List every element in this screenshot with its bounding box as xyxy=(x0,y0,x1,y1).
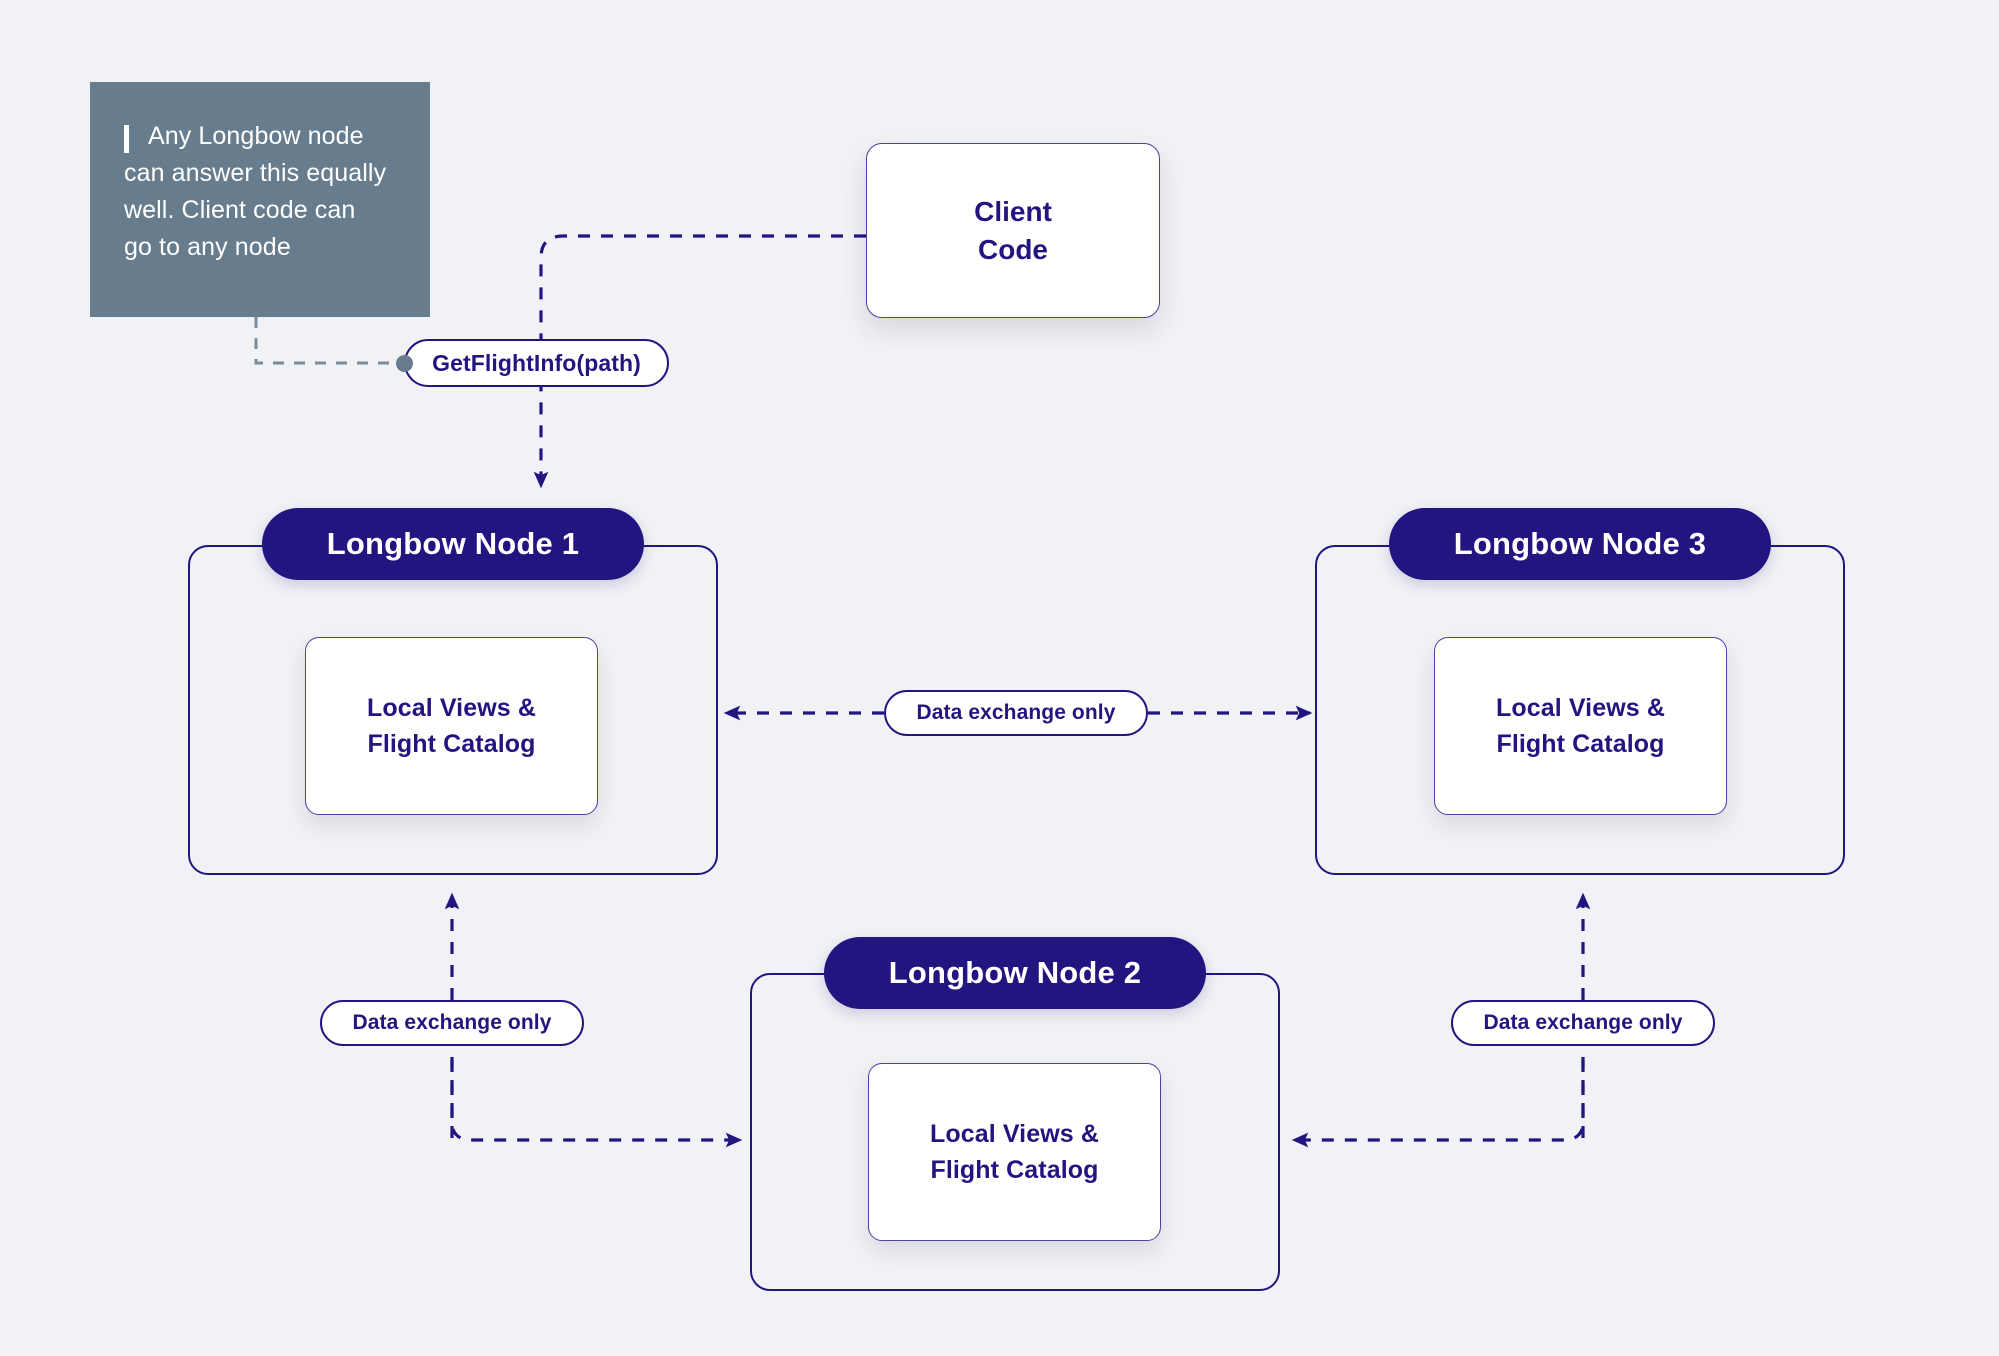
inner-card-line1-node-2: Local Views & xyxy=(930,1120,1099,1148)
edge-label-data-exchange-node1-node3[interactable]: Data exchange only xyxy=(884,690,1148,736)
inner-card-line2-node-3: Flight Catalog xyxy=(1496,730,1665,758)
inner-card-label-node-1: Local Views & Flight Catalog xyxy=(367,690,536,762)
inner-card-line1-node-1: Local Views & xyxy=(367,694,536,722)
wire-node1-to-node2 xyxy=(450,1060,743,1148)
edge-label-data-exchange-node3-node2[interactable]: Data exchange only xyxy=(1451,1000,1715,1046)
inner-card-line2-node-2: Flight Catalog xyxy=(930,1156,1099,1184)
wire-node3-to-node2 xyxy=(1291,1060,1585,1148)
inner-card-line1-node-3: Local Views & xyxy=(1496,694,1665,722)
annotation-callout: Any Longbow node can answer this equally… xyxy=(90,82,430,317)
inner-card-node-1[interactable]: Local Views & Flight Catalog xyxy=(305,637,598,815)
wire-annotation-leader xyxy=(254,317,399,365)
client-code-box[interactable]: Client Code xyxy=(866,143,1160,318)
edge-label-getflightinfo[interactable]: GetFlightInfo(path) xyxy=(404,339,669,387)
annotation-text: Any Longbow node can answer this equally… xyxy=(124,122,387,261)
node-header-1[interactable]: Longbow Node 1 xyxy=(262,508,644,580)
client-code-label-line1: Client xyxy=(974,195,1052,227)
node-header-2[interactable]: Longbow Node 2 xyxy=(824,937,1206,1009)
annotation-accent-bar xyxy=(124,125,129,153)
edge-label-data-exchange-node1-node2[interactable]: Data exchange only xyxy=(320,1000,584,1046)
inner-card-label-node-2: Local Views & Flight Catalog xyxy=(930,1116,1099,1188)
annotation-leader-dot xyxy=(396,355,413,372)
node-header-3[interactable]: Longbow Node 3 xyxy=(1389,508,1771,580)
inner-card-line2-node-1: Flight Catalog xyxy=(367,730,536,758)
client-code-label: Client Code xyxy=(974,193,1052,269)
inner-card-label-node-3: Local Views & Flight Catalog xyxy=(1496,690,1665,762)
client-code-label-line2: Code xyxy=(978,233,1048,265)
inner-card-node-2[interactable]: Local Views & Flight Catalog xyxy=(868,1063,1161,1241)
inner-card-node-3[interactable]: Local Views & Flight Catalog xyxy=(1434,637,1727,815)
